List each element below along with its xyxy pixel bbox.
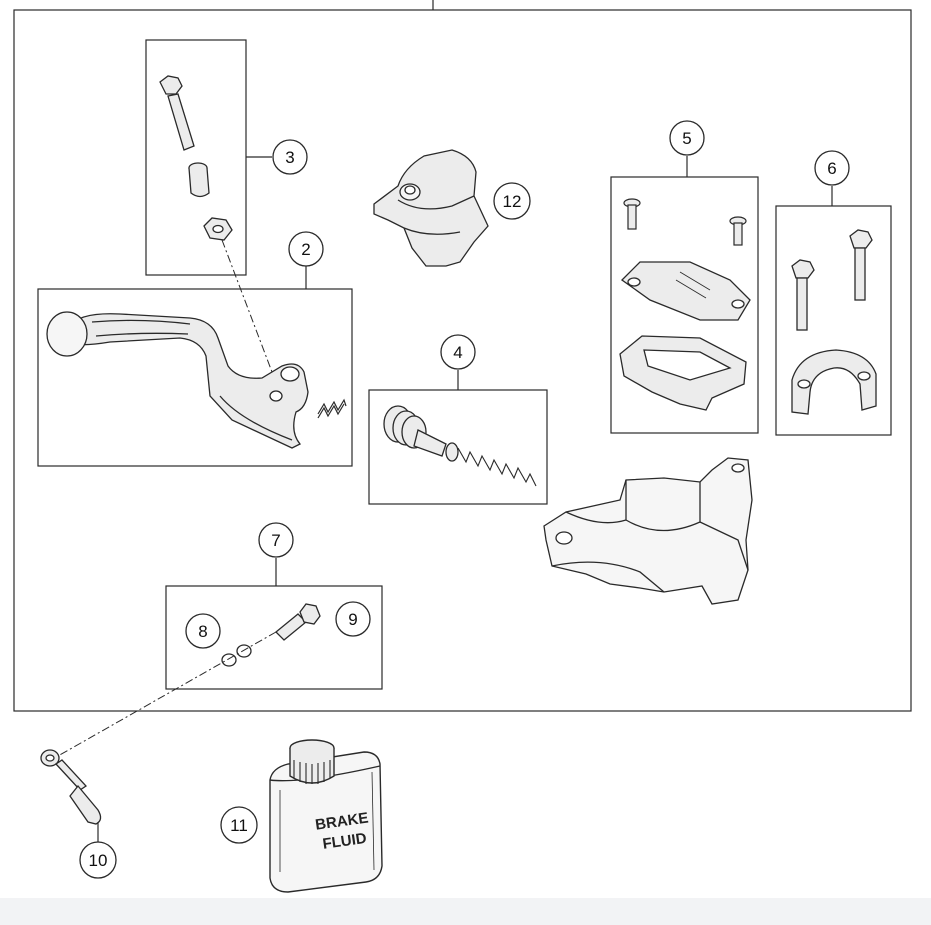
callout-6-label: 6 xyxy=(827,159,836,178)
bottle-cap-part xyxy=(289,739,335,784)
bolt-part xyxy=(159,75,195,151)
nut-part xyxy=(203,217,233,241)
callout-3-label: 3 xyxy=(285,148,294,167)
callout-12-label: 12 xyxy=(503,192,522,211)
callout-10[interactable] xyxy=(79,841,117,879)
cap-screws-part xyxy=(623,198,747,246)
group-5-reservoir-cap: 5 xyxy=(610,120,759,434)
brake-lever-part xyxy=(46,311,309,449)
callout-2[interactable] xyxy=(288,231,324,267)
group-3-bolt-kit: 3 xyxy=(145,39,308,373)
item-12-reservoir-cover: 12 xyxy=(373,149,531,267)
callout-10-label: 10 xyxy=(89,851,108,870)
footer-band xyxy=(0,898,931,925)
callout-11[interactable] xyxy=(220,806,258,844)
callout-7[interactable] xyxy=(258,522,294,558)
callout-12[interactable] xyxy=(493,182,531,220)
group-2-lever: 2 xyxy=(37,231,353,467)
assembly-line xyxy=(221,239,273,373)
callout-11-label: 11 xyxy=(230,816,248,835)
group-7-banjo-kit: 7 8 9 xyxy=(57,522,383,757)
clamp-part xyxy=(791,349,877,415)
cap-diaphragm-part xyxy=(619,335,747,411)
clamp-bolts-part xyxy=(791,229,873,331)
item-11-brake-fluid-bottle: 11 BRAKE FLUID xyxy=(220,739,383,893)
cap-plate-part xyxy=(620,261,751,321)
callout-5-label: 5 xyxy=(682,129,691,148)
bottle-label-line2: FLUID xyxy=(322,830,368,853)
master-cylinder-body xyxy=(543,457,753,605)
callout-9-label: 9 xyxy=(348,610,357,629)
banjo-bolt-part xyxy=(275,603,321,641)
group-4-piston-kit: 4 xyxy=(368,334,548,505)
callout-2-label: 2 xyxy=(301,240,310,259)
lever-spring-part xyxy=(317,398,347,419)
callout-4[interactable] xyxy=(440,334,476,370)
callout-6[interactable] xyxy=(814,150,850,186)
callout-7-label: 7 xyxy=(271,531,280,550)
group-6-clamp-kit: 6 xyxy=(775,150,892,436)
sealing-rings-part xyxy=(221,644,252,667)
callout-8[interactable] xyxy=(185,613,221,649)
brake-line-part xyxy=(40,749,102,825)
callout-4-label: 4 xyxy=(453,343,462,362)
banjo-assembly-line xyxy=(57,631,277,757)
bottle-label: BRAKE FLUID xyxy=(314,809,369,853)
callout-5[interactable] xyxy=(669,120,705,156)
piston-part xyxy=(383,405,459,462)
callout-3[interactable] xyxy=(272,139,308,175)
main-assembly-frame xyxy=(13,0,912,712)
cover-part xyxy=(373,149,489,267)
callout-9[interactable] xyxy=(335,601,371,637)
callout-8-label: 8 xyxy=(198,622,207,641)
spacer-part xyxy=(188,162,210,198)
item-10-brake-line: 10 xyxy=(40,749,117,879)
piston-spring-part xyxy=(457,447,537,487)
